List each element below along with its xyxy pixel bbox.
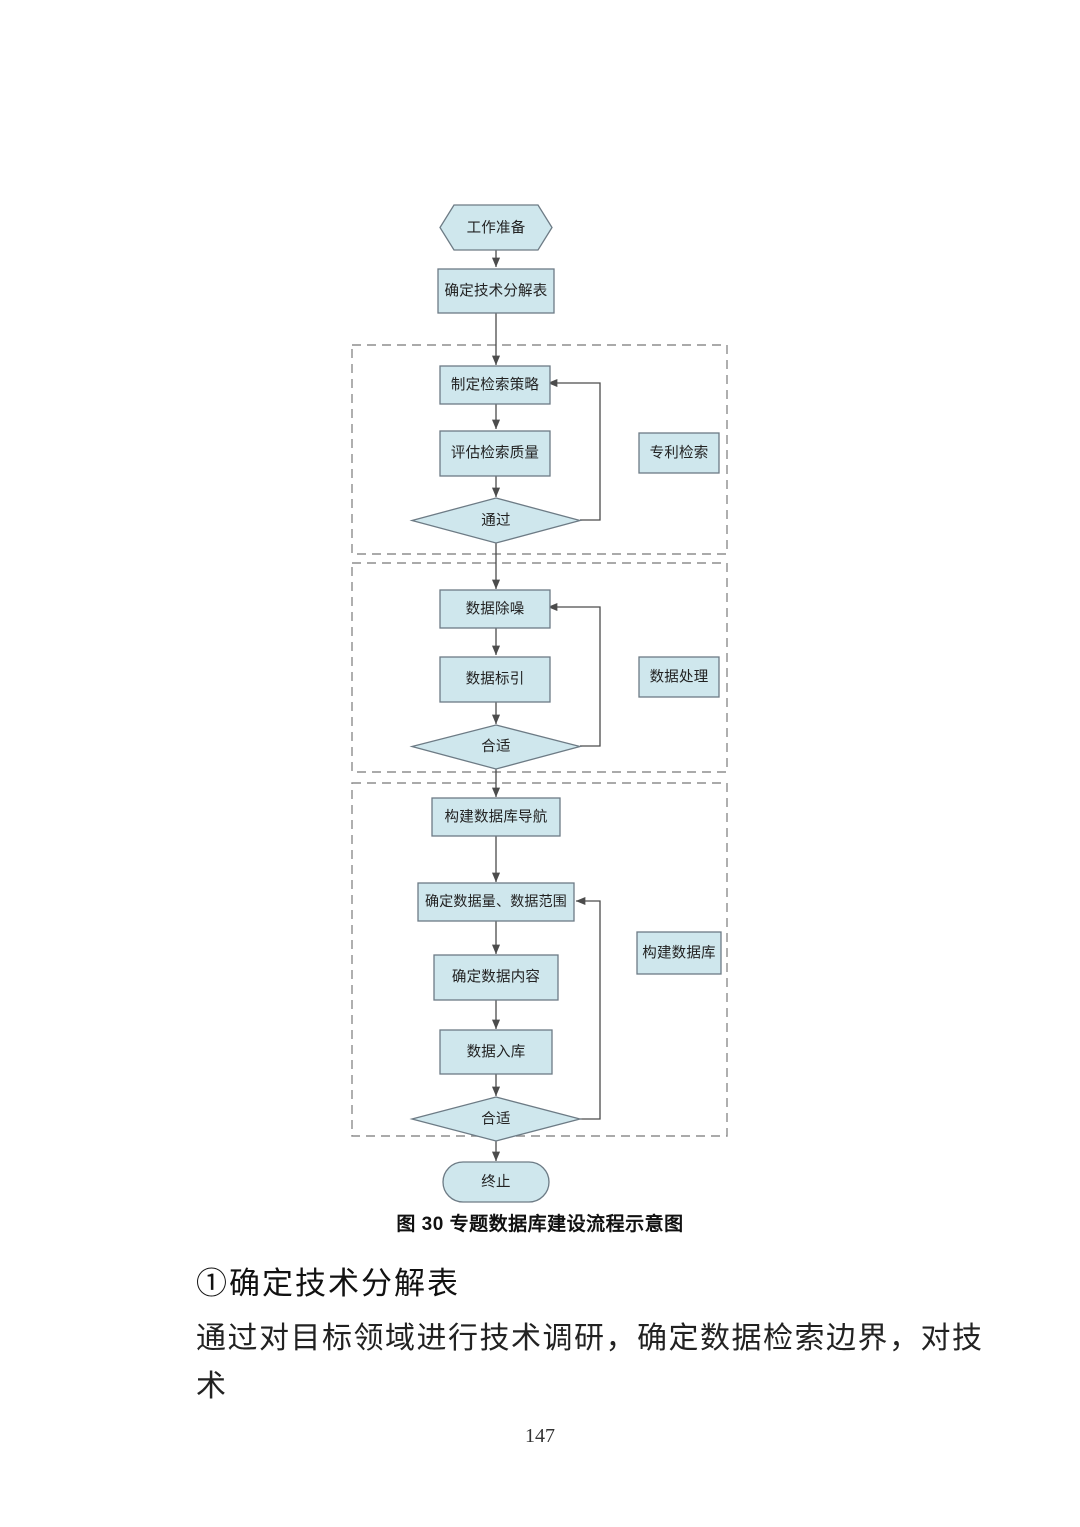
group-box-patent-search xyxy=(351,344,728,555)
node-denoise[interactable]: 数据除噪 xyxy=(439,589,551,629)
connector-feedback-suitable2-to-volume xyxy=(575,896,601,1120)
group-label-build-database[interactable]: 构建数据库 xyxy=(636,931,722,975)
body-paragraph: 通过对目标领域进行技术调研，确定数据检索边界，对技术 xyxy=(196,1322,984,1403)
node-suitable-decision-2[interactable]: 合适 xyxy=(409,1096,583,1142)
node-build-navigation[interactable]: 构建数据库导航 xyxy=(431,797,561,837)
node-data-volume-range-label: 确定数据量、数据范围 xyxy=(425,893,567,909)
node-suitable-decision-2-label: 合适 xyxy=(481,1110,510,1127)
node-assess-quality[interactable]: 评估检索质量 xyxy=(439,430,551,477)
node-tech-breakdown-label: 确定技术分解表 xyxy=(445,282,548,299)
group-box-build-database xyxy=(351,782,728,1137)
section-heading: ①确定技术分解表 xyxy=(196,1266,460,1301)
node-indexing-label: 数据标引 xyxy=(466,670,525,687)
node-end-label: 终止 xyxy=(481,1173,510,1190)
node-suitable-decision-1-label: 合适 xyxy=(481,738,510,755)
node-tech-breakdown[interactable]: 确定技术分解表 xyxy=(437,268,555,314)
node-suitable-decision-1[interactable]: 合适 xyxy=(409,724,583,770)
node-build-navigation-label: 构建数据库导航 xyxy=(445,808,548,825)
group-label-data-processing[interactable]: 数据处理 xyxy=(638,656,720,698)
figure-caption: 图 30 专题数据库建设流程示意图 xyxy=(396,1214,684,1235)
node-end[interactable]: 终止 xyxy=(442,1161,550,1203)
node-data-import[interactable]: 数据入库 xyxy=(439,1029,553,1075)
node-assess-quality-label: 评估检索质量 xyxy=(451,444,539,461)
node-pass-decision-label: 通过 xyxy=(481,512,510,529)
group-box-data-processing xyxy=(351,562,728,773)
node-data-content[interactable]: 确定数据内容 xyxy=(433,954,559,1001)
connector-feedback-suitable1-to-denoise xyxy=(547,602,601,747)
group-label-build-database-text: 构建数据库 xyxy=(642,944,716,961)
flowchart-diagram: 工作准备 确定技术分解表 制定检索策略 评估检索质量 通过 xyxy=(351,204,728,1203)
group-label-patent-search-text: 专利检索 xyxy=(650,444,709,461)
node-data-volume-range[interactable]: 确定数据量、数据范围 xyxy=(417,882,575,922)
node-data-import-label: 数据入库 xyxy=(467,1043,526,1060)
node-denoise-label: 数据除噪 xyxy=(466,600,525,617)
node-search-strategy[interactable]: 制定检索策略 xyxy=(439,365,551,405)
group-label-patent-search[interactable]: 专利检索 xyxy=(638,432,720,474)
node-search-strategy-label: 制定检索策略 xyxy=(451,376,539,393)
group-label-data-processing-text: 数据处理 xyxy=(650,668,709,685)
connector-feedback-pass-to-strategy xyxy=(547,378,601,521)
node-data-content-label: 确定数据内容 xyxy=(452,968,540,985)
node-indexing[interactable]: 数据标引 xyxy=(439,656,551,703)
node-start[interactable]: 工作准备 xyxy=(439,204,553,251)
page-number: 147 xyxy=(525,1425,555,1447)
node-pass-decision[interactable]: 通过 xyxy=(409,497,583,544)
node-start-label: 工作准备 xyxy=(467,219,526,236)
